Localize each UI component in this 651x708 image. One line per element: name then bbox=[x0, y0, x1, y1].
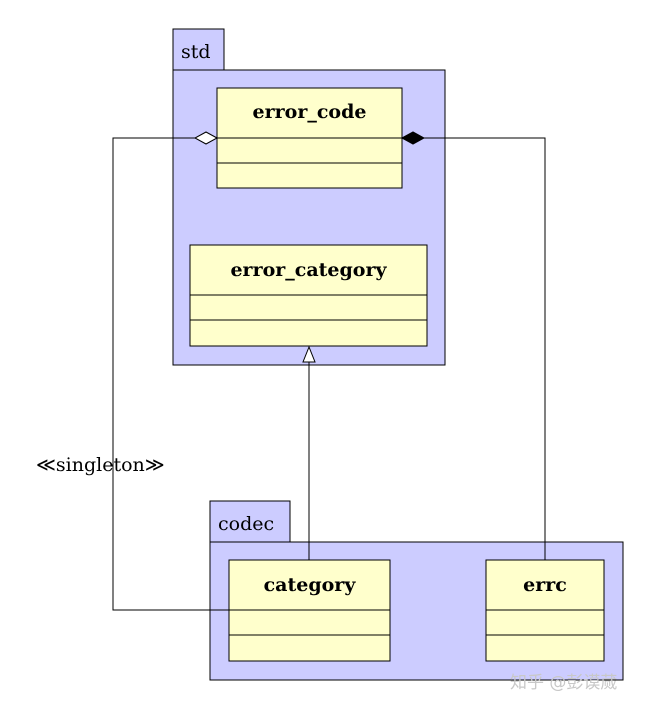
inheritance-triangle-icon bbox=[302, 345, 316, 363]
class-category-name: category bbox=[264, 574, 357, 596]
class-error-code: error_code bbox=[216, 87, 403, 189]
class-error-category: error_category bbox=[189, 244, 428, 347]
relation-errc-composition bbox=[400, 131, 546, 560]
relation-composition-line bbox=[424, 137, 546, 560]
aggregation-diamond-icon bbox=[193, 131, 219, 145]
class-error-code-name: error_code bbox=[253, 101, 367, 123]
relation-singleton-line bbox=[112, 137, 229, 611]
class-errc-name: errc bbox=[523, 574, 567, 596]
watermark-text: 知乎 @彭谟蒇 bbox=[510, 673, 617, 693]
package-std-label: std bbox=[181, 41, 211, 63]
relation-inheritance bbox=[302, 345, 316, 560]
class-errc: errc bbox=[485, 559, 605, 662]
class-category: category bbox=[228, 559, 391, 662]
composition-diamond-icon bbox=[400, 131, 426, 145]
package-std-tab bbox=[172, 28, 225, 71]
singleton-stereotype-label: ≪singleton≫ bbox=[36, 454, 165, 476]
class-error-category-name: error_category bbox=[230, 259, 387, 281]
package-codec-tab bbox=[209, 500, 291, 543]
relation-singleton-aggregation bbox=[112, 131, 229, 611]
package-codec-label: codec bbox=[218, 513, 274, 535]
